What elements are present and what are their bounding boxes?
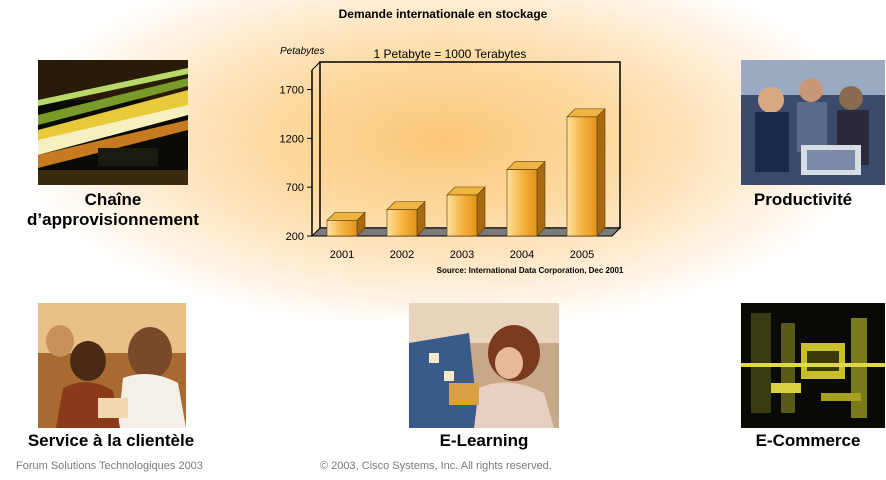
customer-service-photo: [38, 303, 186, 428]
bar-side: [476, 186, 486, 237]
elearning-photo: [409, 303, 559, 428]
y-tick-label: 200: [286, 231, 304, 243]
customer-service-caption: Service à la clientèle: [27, 431, 195, 450]
x-tick-label: 2003: [450, 249, 474, 261]
footer-copyright: © 2003, Cisco Systems, Inc. All rights r…: [320, 460, 552, 472]
y-tick-label: 700: [286, 182, 304, 194]
ecommerce-photo: [741, 303, 885, 428]
x-tick-label: 2001: [330, 249, 354, 261]
bar: [566, 116, 598, 237]
y-axis-label: Petabytes: [280, 46, 324, 57]
productivity-caption: Productivité: [753, 190, 853, 209]
chart-source: Source: International Data Corporation, …: [436, 266, 624, 275]
bar: [506, 169, 538, 237]
page-title: Demande internationale en stockage: [338, 7, 548, 21]
bar: [386, 209, 418, 237]
storage-demand-chart: 200 700 1200 1700 Petabytes 1 Petabyte = 1000…: [280, 46, 622, 261]
x-tick-label: 2004: [510, 249, 534, 261]
x-tick-label: 2005: [570, 249, 594, 261]
chart-top-edge: [311, 61, 321, 71]
productivity-photo: [741, 60, 885, 185]
supply-chain-photo: [38, 60, 188, 185]
y-tick-label: 1200: [280, 133, 304, 145]
supply-chain-caption: Chaîne d’approvisionnement: [27, 190, 199, 229]
bar-side: [536, 160, 546, 237]
y-tick-label: 1700: [280, 85, 304, 97]
elearning-caption: E-Learning: [439, 431, 529, 450]
ecommerce-caption: E-Commerce: [755, 431, 861, 450]
bar: [326, 220, 358, 237]
footer-event: Forum Solutions Technologiques 2003: [16, 460, 203, 472]
x-tick-label: 2002: [390, 249, 414, 261]
chart-annotation: 1 Petabyte = 1000 Terabytes: [374, 47, 527, 61]
bar: [446, 194, 478, 237]
bar-side: [596, 108, 606, 237]
